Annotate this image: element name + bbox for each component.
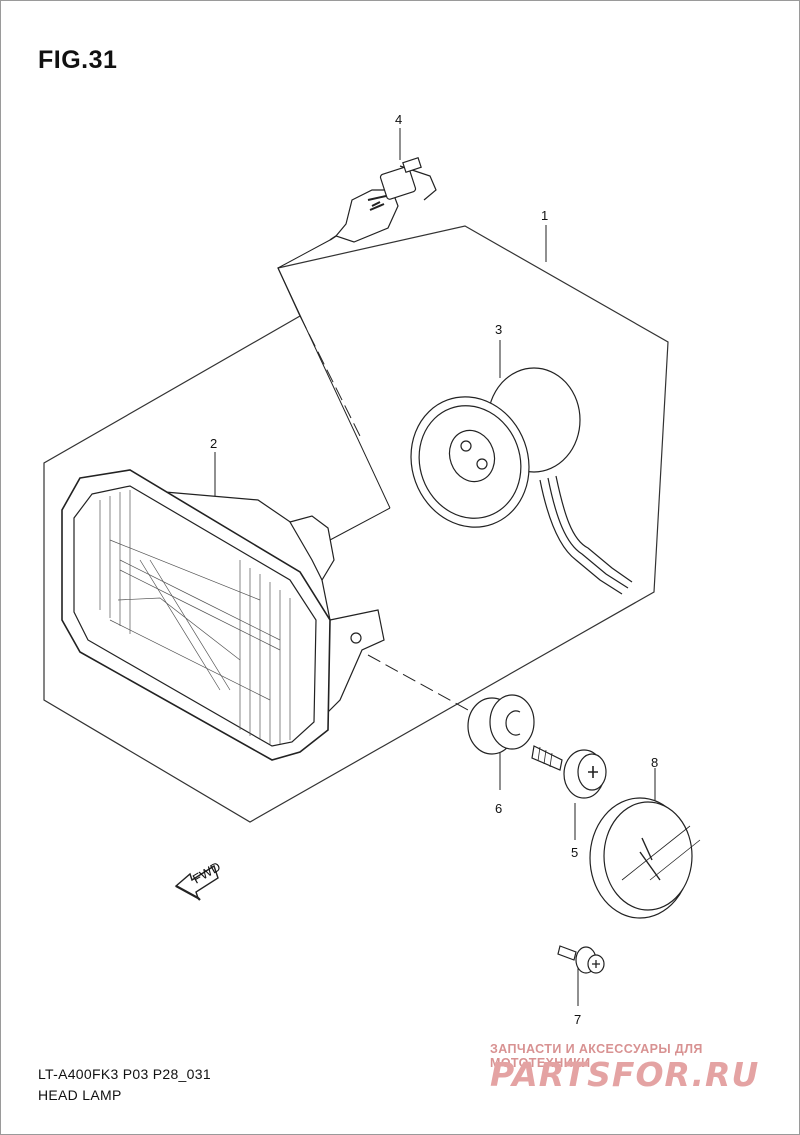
callout-6: 6 [495, 801, 502, 816]
callout-1: 1 [541, 208, 548, 223]
headlamp-unit-part-2[interactable] [61, 469, 385, 761]
assembly-boundary [43, 225, 669, 823]
figure-name: HEAD LAMP [38, 1087, 122, 1103]
forward-arrow-icon: FWD [174, 859, 223, 901]
callout-5: 5 [571, 845, 578, 860]
cap-part-8[interactable] [589, 797, 701, 919]
callout-4: 4 [395, 112, 402, 127]
watermark-brand: PARTSFOR.RU [490, 1055, 760, 1094]
figure-title: FIG.31 [38, 46, 118, 74]
grommet-part-6[interactable] [467, 694, 535, 755]
socket-part-3[interactable] [393, 367, 633, 595]
model-code: LT-A400FK3 P03 P28_031 [38, 1066, 211, 1082]
callout-2: 2 [210, 436, 217, 451]
connector-lines [214, 128, 656, 1006]
callout-7: 7 [574, 1012, 581, 1027]
watermark-tagline: ЗАПЧАСТИ И АКСЕССУАРЫ ДЛЯ МОТОТЕХНИКИ [490, 1042, 703, 1070]
screw-part-7[interactable] [557, 945, 605, 974]
callout-8: 8 [651, 755, 658, 770]
callout-3: 3 [495, 322, 502, 337]
bulb-part-4[interactable] [329, 157, 437, 243]
bolt-part-5[interactable] [531, 745, 607, 799]
